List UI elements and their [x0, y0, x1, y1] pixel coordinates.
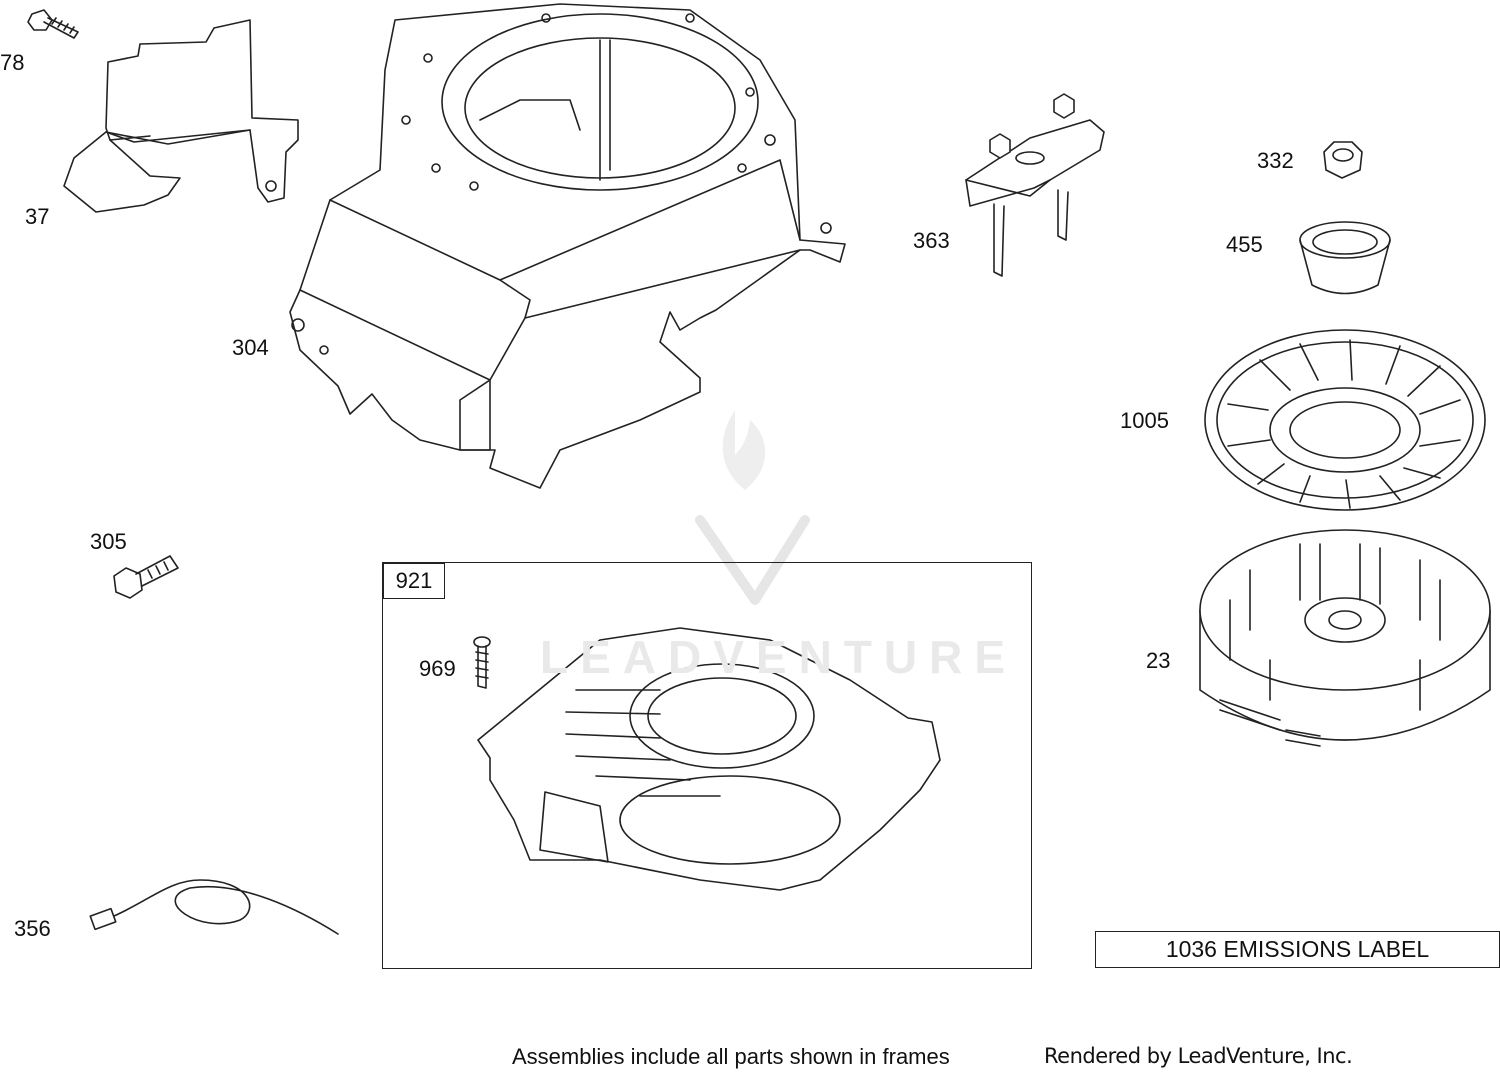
frame-tag-921[interactable]: 921: [383, 563, 445, 599]
callout-1005[interactable]: 1005: [1120, 408, 1169, 433]
callout-969[interactable]: 969: [419, 656, 456, 681]
part-23-flywheel: [1199, 529, 1491, 747]
part-1005-fan: [1204, 329, 1486, 511]
part-363-bracket: [965, 93, 1105, 277]
watermark-text: LEADVENTURE: [540, 631, 1018, 683]
part-969-screw: [473, 636, 491, 689]
callout-455[interactable]: 455: [1226, 232, 1263, 257]
callout-356[interactable]: 356: [14, 916, 51, 941]
part-455-cup: [1299, 221, 1391, 295]
part-78-bolt: [27, 9, 79, 39]
part-304-blower-housing: [289, 3, 846, 489]
footer-credit: Rendered by LeadVenture, Inc.: [1044, 1044, 1353, 1068]
callout-304[interactable]: 304: [232, 335, 269, 360]
part-37-deflector: [63, 19, 299, 213]
footer-assemblies-note: Assemblies include all parts shown in fr…: [512, 1044, 950, 1069]
callout-332[interactable]: 332: [1257, 148, 1294, 173]
callout-363[interactable]: 363: [913, 228, 950, 253]
watermark-logo: [695, 410, 810, 605]
part-332-nut: [1323, 141, 1363, 179]
part-921-shroud: [477, 627, 941, 891]
callout-37[interactable]: 37: [25, 204, 50, 229]
callout-305[interactable]: 305: [90, 529, 127, 554]
callout-23[interactable]: 23: [1146, 648, 1171, 673]
assembly-frame-921: [382, 562, 1032, 969]
callout-78[interactable]: 78: [0, 50, 25, 75]
part-305-bolt: [113, 555, 179, 599]
part-356-wire: [89, 879, 339, 935]
emissions-label-box[interactable]: 1036 EMISSIONS LABEL: [1095, 931, 1500, 968]
